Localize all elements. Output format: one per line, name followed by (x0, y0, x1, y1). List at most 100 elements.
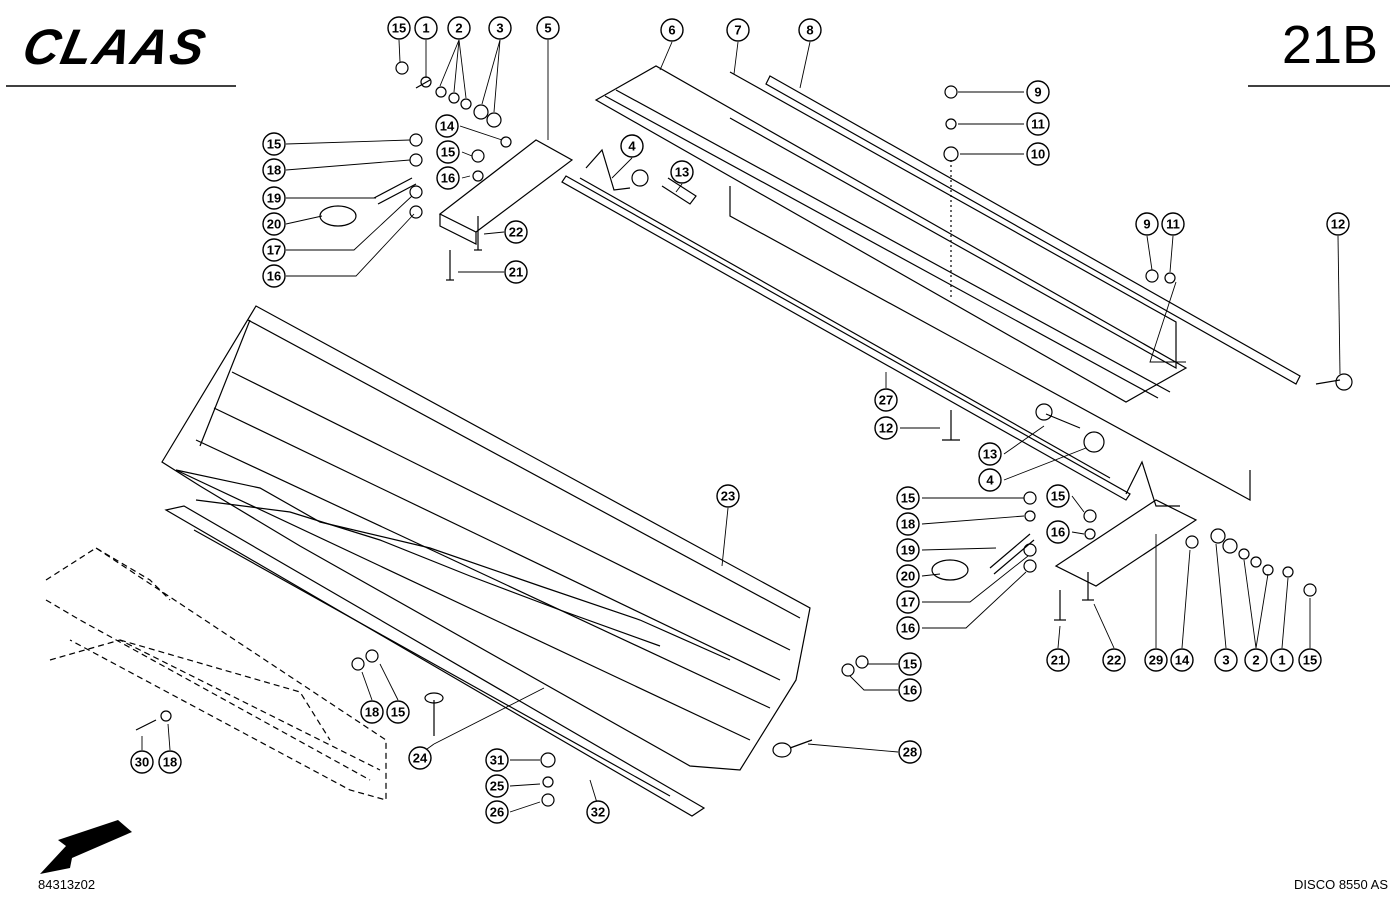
callout-number: 10 (1031, 147, 1045, 162)
callout-8: 8 (798, 18, 822, 42)
callout-number: 28 (903, 745, 917, 760)
callout-number: 16 (903, 683, 917, 698)
callout-circle (1046, 520, 1070, 544)
callout-number: 22 (1107, 653, 1121, 668)
callout-15: 15 (898, 652, 922, 676)
callout-30: 30 (130, 750, 154, 774)
callout-11: 11 (1026, 112, 1050, 136)
callout-circle (1144, 648, 1168, 672)
callout-circle (874, 388, 898, 412)
callout-25: 25 (485, 774, 509, 798)
callout-number: 16 (267, 269, 281, 284)
callout-number: 3 (1222, 653, 1229, 668)
callout-number: 5 (544, 21, 551, 36)
callout-19: 19 (896, 538, 920, 562)
callout-number: 16 (901, 621, 915, 636)
callout-number: 9 (1143, 217, 1150, 232)
callout-number: 16 (1051, 525, 1065, 540)
callout-circle (1170, 648, 1194, 672)
callout-circle (896, 564, 920, 588)
callout-26: 26 (485, 800, 509, 824)
callout-circle (386, 700, 410, 724)
callout-number: 31 (490, 753, 504, 768)
callout-number: 4 (986, 473, 994, 488)
callout-13: 13 (978, 442, 1002, 466)
callout-circle (414, 16, 438, 40)
panel-8 (765, 75, 1301, 385)
bracket-5 (438, 139, 574, 233)
callout-number: 18 (365, 705, 379, 720)
callout-number: 18 (901, 517, 915, 532)
callout-24: 24 (408, 746, 432, 770)
callout-number: 6 (668, 23, 675, 38)
callout-17: 17 (262, 238, 286, 262)
callout-circle (1214, 648, 1238, 672)
model-name: DISCO 8550 AS (1294, 877, 1388, 892)
callout-circle (485, 748, 509, 772)
callout-circle (660, 18, 684, 42)
callout-number: 19 (267, 191, 281, 206)
callout-circle (896, 538, 920, 562)
callout-2: 2 (447, 16, 471, 40)
callout-number: 26 (490, 805, 504, 820)
callout-circle (485, 800, 509, 824)
callout-number: 11 (1166, 217, 1180, 232)
callout-circle (896, 512, 920, 536)
callout-12: 12 (874, 416, 898, 440)
callout-9: 9 (1026, 80, 1050, 104)
callout-18: 18 (360, 700, 384, 724)
callout-1: 1 (1270, 648, 1294, 672)
callout-circle (896, 616, 920, 640)
callout-18: 18 (262, 158, 286, 182)
callout-16: 16 (436, 166, 460, 190)
callout-15: 15 (436, 140, 460, 164)
callout-circle (504, 220, 528, 244)
callout-23: 23 (716, 484, 740, 508)
cover-23 (161, 305, 811, 771)
callout-16: 16 (1046, 520, 1070, 544)
callout-circle (620, 134, 644, 158)
callout-number: 11 (1031, 117, 1045, 132)
callout-32: 32 (586, 800, 610, 824)
callout-number: 15 (392, 21, 406, 36)
callout-circle (130, 750, 154, 774)
callout-15: 15 (262, 132, 286, 156)
callout-circle (896, 486, 920, 510)
callout-22: 22 (504, 220, 528, 244)
callout-16: 16 (898, 678, 922, 702)
strip-32 (164, 505, 706, 817)
callout-circle (798, 18, 822, 42)
callout-number: 19 (901, 543, 915, 558)
callout-circle (1026, 80, 1050, 104)
callout-circle (1102, 648, 1126, 672)
sheet-number: 21B (1281, 15, 1378, 75)
direction-arrow-icon (40, 820, 132, 874)
callout-number: 20 (901, 569, 915, 584)
callout-5: 5 (536, 16, 560, 40)
callout-4: 4 (620, 134, 644, 158)
callout-15: 15 (1046, 484, 1070, 508)
callout-number: 9 (1034, 85, 1041, 100)
callout-number: 15 (441, 145, 455, 160)
callout-number: 13 (675, 165, 689, 180)
callout-number: 15 (903, 657, 917, 672)
callout-7: 7 (726, 18, 750, 42)
callout-number: 15 (267, 137, 281, 152)
callout-number: 18 (163, 755, 177, 770)
callout-1: 1 (414, 16, 438, 40)
callout-number: 30 (135, 755, 149, 770)
callout-number: 1 (422, 21, 429, 36)
callout-circle (1046, 648, 1070, 672)
callout-circle (1046, 484, 1070, 508)
callout-circle (1298, 648, 1322, 672)
callout-14: 14 (435, 114, 459, 138)
callout-circle (158, 750, 182, 774)
callout-12: 12 (1326, 212, 1350, 236)
callout-4: 4 (978, 468, 1002, 492)
callout-19: 19 (262, 186, 286, 210)
callout-17: 17 (896, 590, 920, 614)
callout-number: 32 (591, 805, 605, 820)
callout-number: 15 (391, 705, 405, 720)
callout-circle (1026, 112, 1050, 136)
